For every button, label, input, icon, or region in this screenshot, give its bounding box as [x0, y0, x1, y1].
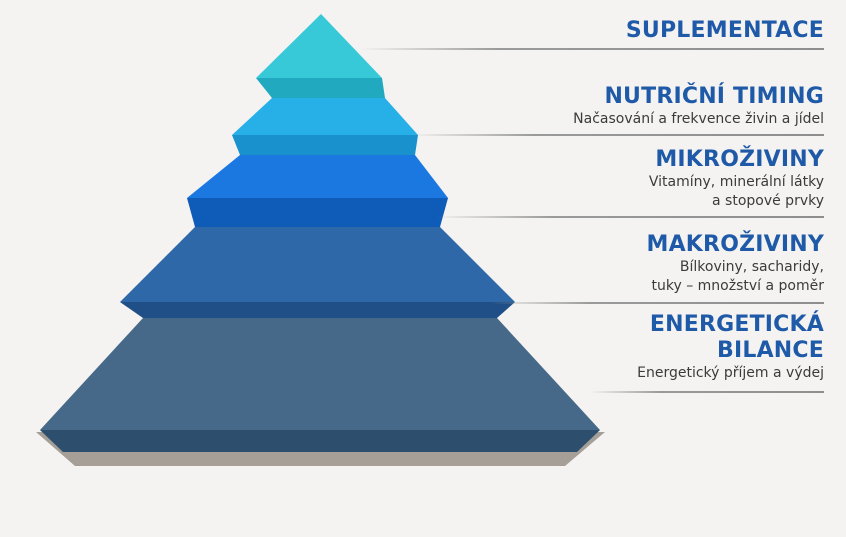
- pyramid-tier-makroziviny: [120, 227, 515, 318]
- level-energeticka-bilance: ENERGETICKÁ BILANCE Energetický příjem a…: [637, 312, 824, 383]
- level-title: MAKROŽIVINY: [646, 232, 824, 257]
- level-nutricni-timing: NUTRIČNÍ TIMING Načasování a frekvence ž…: [573, 84, 824, 129]
- divider: [590, 391, 824, 393]
- divider: [435, 216, 824, 218]
- level-description: Bílkoviny, sacharidy, tuky – množství a …: [651, 259, 824, 294]
- level-title: NUTRIČNÍ TIMING: [604, 84, 824, 109]
- divider: [410, 134, 824, 136]
- level-mikroziviny: MIKROŽIVINY Vitamíny, minerální látky a …: [649, 147, 824, 211]
- divider: [360, 48, 824, 50]
- pyramid-tier-energeticka-bilance: [40, 318, 600, 452]
- pyramid-tier-nutricni-timing: [232, 98, 418, 155]
- level-description: Načasování a frekvence živin a jídel: [573, 111, 824, 127]
- level-title: MIKROŽIVINY: [655, 147, 824, 172]
- divider: [490, 302, 824, 304]
- level-description: Energetický příjem a výdej: [637, 365, 824, 381]
- pyramid-tier-suplementace: [256, 14, 385, 98]
- pyramid-tier-mikroziviny: [187, 155, 448, 227]
- level-makroziviny: MAKROŽIVINY Bílkoviny, sacharidy, tuky –…: [646, 232, 824, 296]
- level-title: SUPLEMENTACE: [625, 18, 824, 43]
- level-suplementace: SUPLEMENTACE: [626, 18, 824, 44]
- level-title: ENERGETICKÁ BILANCE: [649, 312, 824, 363]
- level-description: Vitamíny, minerální látky a stopové prvk…: [648, 174, 824, 209]
